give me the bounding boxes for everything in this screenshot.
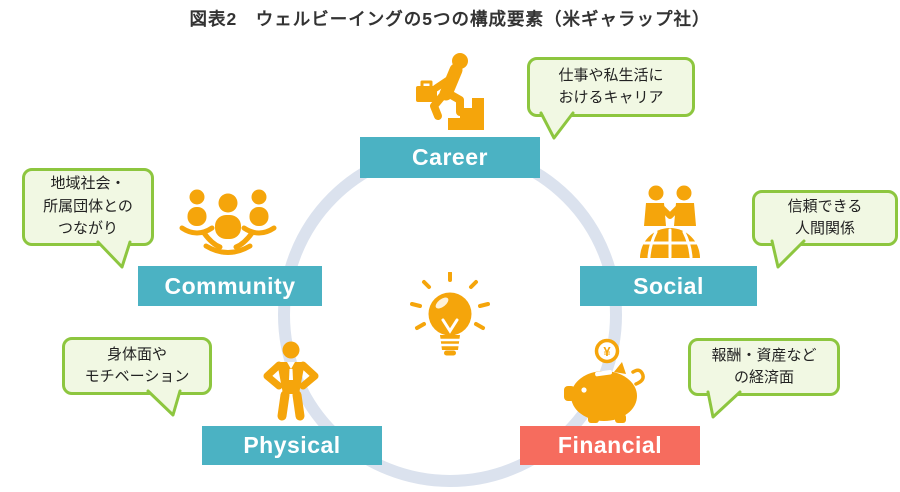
bubble-physical-line: 身体面や <box>106 345 167 363</box>
bubble-career-line: 仕事や私生活に <box>558 66 664 84</box>
bubble-financial: 報酬・資産など の経済面 <box>688 338 840 396</box>
bubble-career-line: おけるキャリア <box>558 89 664 106</box>
physical-person-icon <box>263 341 319 421</box>
bubble-social-line: 信頼できる <box>787 197 863 215</box>
lightbulb-icon <box>410 272 490 356</box>
bubble-community-line: 地域社会・ <box>50 175 126 193</box>
label-career-text: Career <box>412 144 488 170</box>
bubble-career-tail <box>539 111 575 140</box>
bubble-physical-tail <box>146 389 182 417</box>
bubble-social: 信頼できる 人間関係 <box>752 190 898 246</box>
bubble-financial-line: の経済面 <box>733 369 794 386</box>
figure-title: 図表2 ウェルビーイングの5つの構成要素（米ギャラップ社） <box>189 9 711 29</box>
social-handshake-globe-icon <box>640 185 700 259</box>
label-community: Community <box>138 266 322 306</box>
bubble-community-line: つながり <box>57 220 118 238</box>
career-climb-icon <box>416 53 484 130</box>
bubble-physical-line: モチベーション <box>84 368 190 385</box>
label-community-text: Community <box>164 272 296 299</box>
bubble-community: 地域社会・ 所属団体との つながり <box>22 168 154 246</box>
bubble-financial-line: 報酬・資産など <box>711 346 817 364</box>
label-career: Career <box>360 137 540 178</box>
bubble-community-tail <box>96 240 132 269</box>
bubble-social-tail <box>770 239 806 269</box>
label-social: Social <box>580 266 757 306</box>
bubble-financial-tail <box>706 390 742 419</box>
yen-symbol: ¥ <box>603 344 611 359</box>
label-physical-text: Physical <box>243 432 341 458</box>
bubble-career: 仕事や私生活に おけるキャリア <box>527 57 695 117</box>
bubble-community-line: 所属団体との <box>43 197 133 215</box>
community-people-icon <box>179 189 277 255</box>
bubble-social-line: 人間関係 <box>794 220 855 237</box>
label-financial: Financial <box>520 426 700 465</box>
label-social-text: Social <box>633 272 704 299</box>
label-physical: Physical <box>202 426 382 465</box>
bubble-physical: 身体面や モチベーション <box>62 337 212 395</box>
financial-piggy-bank-icon: ¥ <box>564 338 645 423</box>
label-financial-text: Financial <box>557 432 663 458</box>
